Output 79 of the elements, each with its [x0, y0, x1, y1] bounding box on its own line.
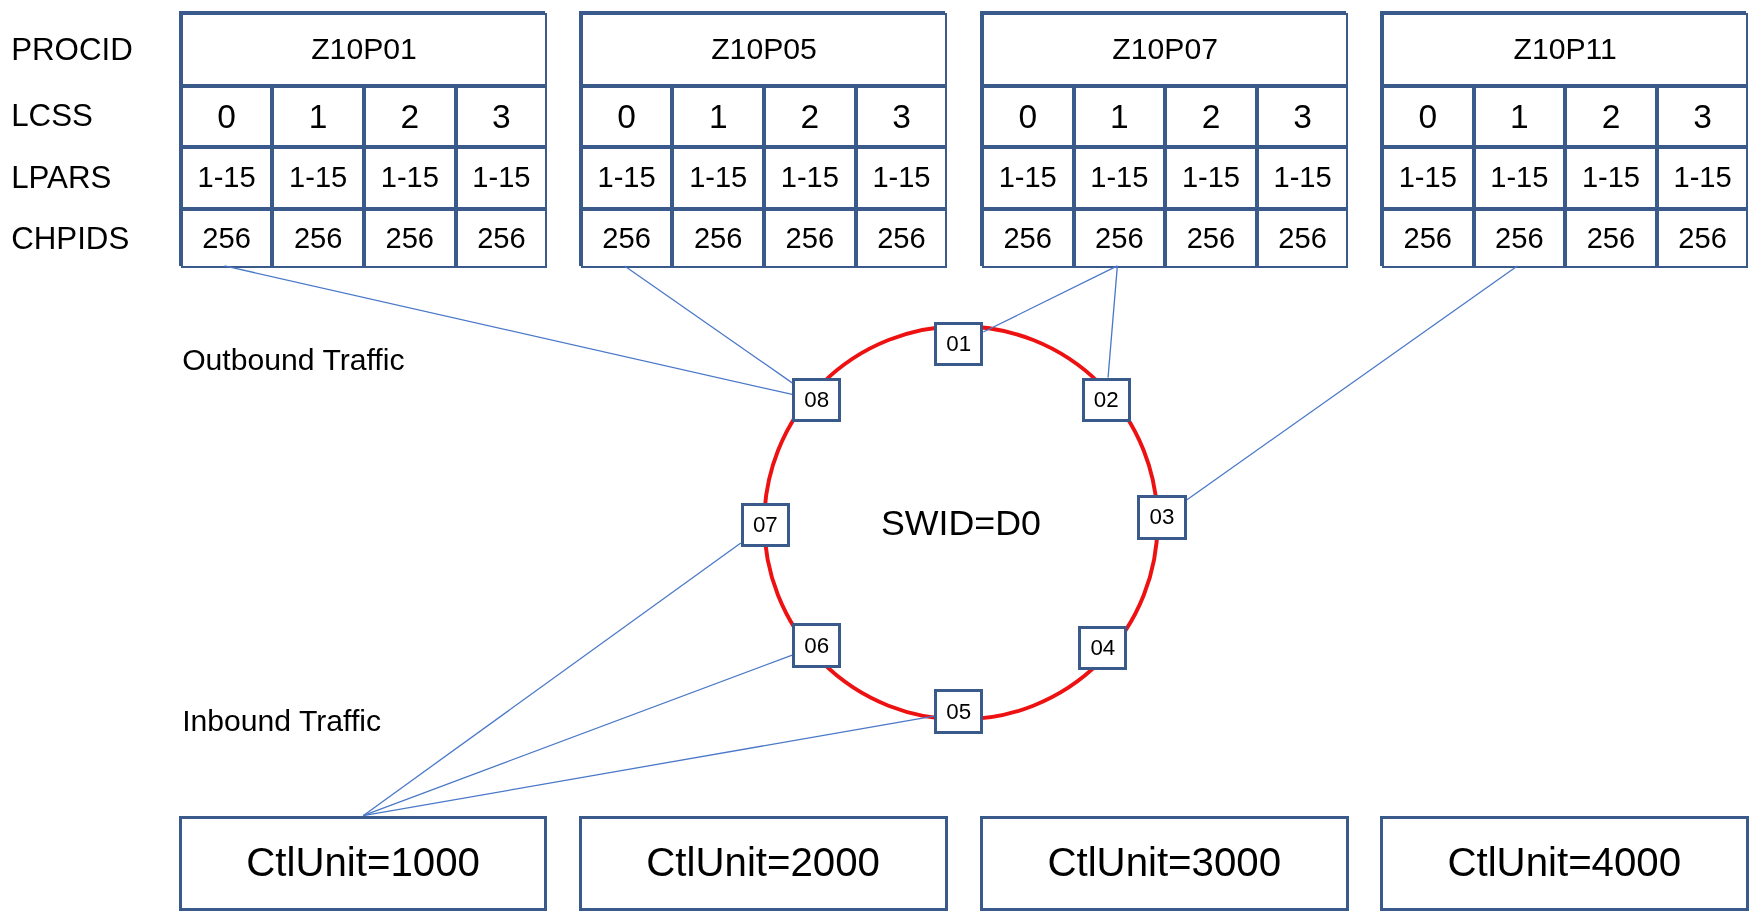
table-cell: Z10P05 [580, 13, 948, 86]
table-cell: 1-15 [1565, 147, 1657, 209]
table-cell: 1-15 [1165, 147, 1257, 209]
table-cell: 256 [981, 208, 1074, 268]
table-cell: 256 [1656, 208, 1749, 268]
connector-line [1107, 265, 1118, 379]
row-header: LPARS [11, 159, 112, 196]
table-cell: 1-15 [1381, 147, 1474, 209]
table-cell: 1-15 [855, 147, 948, 209]
table-cell: 256 [855, 208, 948, 268]
table-cell: 0 [1381, 85, 1474, 148]
connector-line [623, 265, 793, 384]
connector-line [223, 265, 793, 396]
connector-line [362, 715, 935, 817]
switch-port: 03 [1137, 495, 1187, 540]
processor-table [979, 11, 1347, 266]
table-cell: 256 [1256, 208, 1349, 268]
table-cell: 0 [981, 85, 1074, 148]
table-cell: 1-15 [764, 147, 856, 209]
table-cell: 1-15 [364, 147, 456, 209]
row-header: CHPIDS [11, 221, 130, 257]
table-cell: 256 [1165, 208, 1257, 268]
connector-line [362, 542, 742, 817]
switch-port: 05 [934, 689, 984, 735]
table-cell: 256 [1565, 208, 1657, 268]
table-cell: 3 [1656, 85, 1749, 148]
table-cell: 256 [672, 208, 764, 268]
connector-line [982, 265, 1118, 333]
row-header: LCSS [11, 98, 93, 135]
table-cell: 1-15 [1073, 147, 1166, 209]
traffic-label: Inbound Traffic [182, 702, 382, 739]
table-cell: 1-15 [672, 147, 764, 209]
table-cell: 1-15 [180, 147, 273, 209]
table-cell: 256 [764, 208, 856, 268]
table-cell: 256 [580, 208, 673, 268]
control-unit-box: CtlUnit=3000 [979, 815, 1349, 911]
table-cell: 2 [364, 85, 456, 148]
table-cell: 256 [272, 208, 364, 268]
table-cell: Z10P07 [981, 13, 1349, 86]
table-cell: 1 [272, 85, 364, 148]
table-cell: 256 [1073, 208, 1166, 268]
table-cell: 256 [1473, 208, 1566, 268]
processor-table [1379, 11, 1747, 266]
table-cell: 0 [180, 85, 273, 148]
table-cell: 1 [1473, 85, 1566, 148]
table-cell: 2 [1565, 85, 1657, 148]
control-unit-box: CtlUnit=4000 [1379, 815, 1749, 911]
processor-table [578, 11, 946, 266]
processor-table [178, 11, 546, 266]
table-cell: Z10P11 [1381, 13, 1749, 86]
table-cell: Z10P01 [180, 13, 548, 86]
table-cell: 1-15 [1473, 147, 1566, 209]
table-cell: 1-15 [272, 147, 364, 209]
table-cell: 1-15 [580, 147, 673, 209]
table-cell: 3 [855, 85, 948, 148]
row-header: PROCID [11, 32, 133, 69]
traffic-label: Outbound Traffic [182, 341, 405, 378]
table-cell: 256 [1381, 208, 1474, 268]
table-cell: 256 [455, 208, 548, 268]
table-cell: 1-15 [1656, 147, 1749, 209]
table-cell: 2 [1165, 85, 1257, 148]
table-cell: 1 [672, 85, 764, 148]
table-cell: 0 [580, 85, 673, 148]
control-unit-box: CtlUnit=2000 [578, 815, 948, 911]
table-cell: 256 [180, 208, 273, 268]
table-cell: 1-15 [455, 147, 548, 209]
table-cell: 256 [364, 208, 456, 268]
control-unit-box: CtlUnit=1000 [178, 815, 548, 911]
table-cell: 2 [764, 85, 856, 148]
table-cell: 3 [1256, 85, 1349, 148]
switch-id-label: SWID=D0 [880, 502, 1041, 544]
table-cell: 1-15 [981, 147, 1074, 209]
switch-port: 07 [740, 502, 790, 548]
connector-line [362, 654, 793, 817]
table-cell: 3 [455, 85, 548, 148]
table-cell: 1-15 [1256, 147, 1349, 209]
connector-line [1185, 265, 1518, 501]
table-cell: 1 [1073, 85, 1166, 148]
switch-port: 01 [934, 321, 984, 367]
